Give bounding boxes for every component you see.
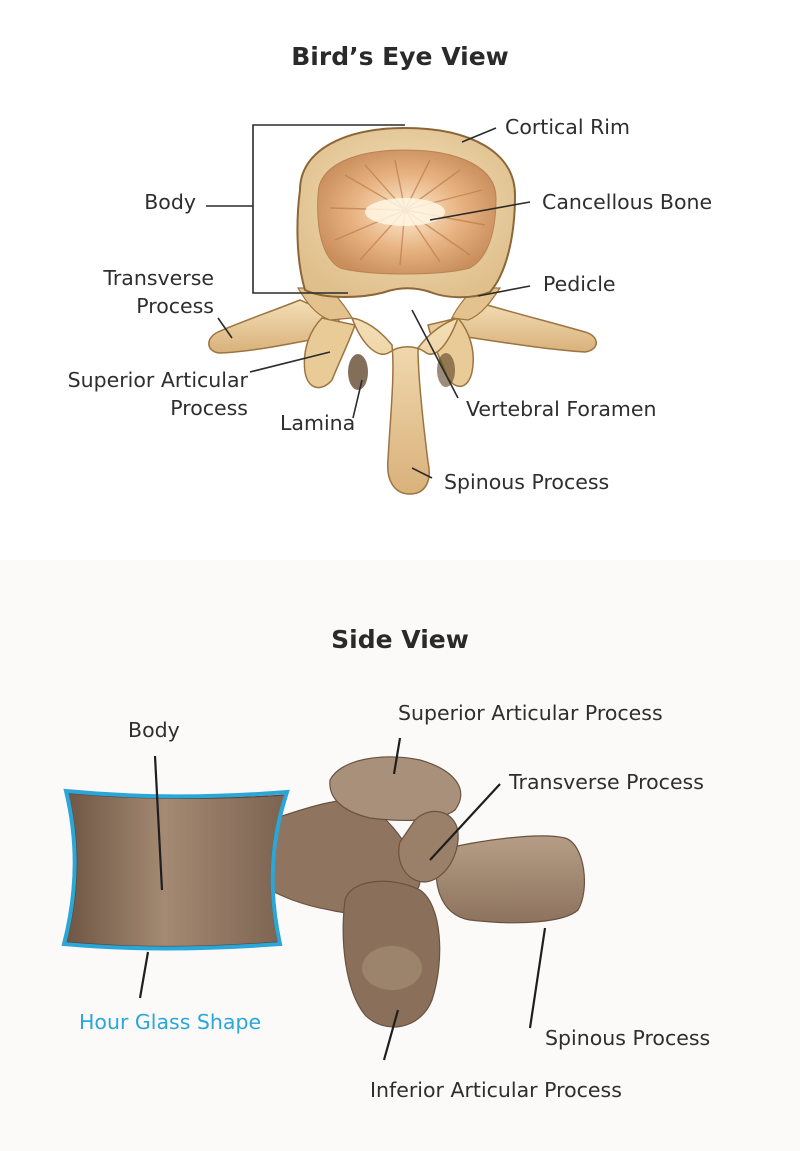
label-vertebral-foramen: Vertebral Foramen: [466, 397, 657, 421]
label-cancellous-bone: Cancellous Bone: [542, 190, 713, 214]
label-hour-glass-shape: Hour Glass Shape: [79, 1010, 262, 1034]
top-leader-lines: [217, 127, 531, 479]
right-transverse-process: [451, 299, 597, 353]
label-superior-articular-line2: Process: [170, 396, 248, 420]
body-bracket: [206, 124, 405, 294]
label-transverse-process-line1: Transverse: [103, 266, 214, 290]
label-side-inferior-articular: Inferior Articular Process: [370, 1078, 622, 1102]
label-cortical-rim: Cortical Rim: [505, 115, 630, 139]
side-view-panel: Side View: [0, 560, 800, 1151]
label-pedicle: Pedicle: [543, 272, 616, 296]
side-superior-articular: [329, 756, 462, 821]
side-leader-lines: [138, 737, 547, 1061]
label-lamina: Lamina: [280, 411, 356, 435]
top-vertebra-illustration: [206, 124, 597, 495]
label-side-transverse-process: Transverse Process: [509, 770, 704, 794]
label-spinous-process-top: Spinous Process: [444, 470, 610, 494]
label-body: Body: [144, 190, 196, 214]
label-side-superior-articular: Superior Articular Process: [398, 701, 663, 725]
birds-eye-title: Bird’s Eye View: [291, 42, 509, 71]
side-vertebra-illustration: [61, 737, 585, 1061]
label-side-body: Body: [128, 718, 180, 742]
side-vertebral-body: [65, 792, 286, 948]
lamina-and-spinous: [350, 316, 460, 495]
birds-eye-panel: Bird’s Eye View: [0, 0, 800, 560]
label-transverse-process-line2: Process: [136, 294, 214, 318]
hour-glass-outline: [61, 788, 290, 951]
label-side-spinous-process: Spinous Process: [545, 1026, 711, 1050]
side-spinous-process: [435, 835, 585, 924]
side-view-title: Side View: [331, 625, 469, 654]
left-transverse-process: [208, 299, 342, 354]
side-transverse-process: [398, 810, 459, 883]
label-superior-articular-line1: Superior Articular: [67, 368, 248, 392]
